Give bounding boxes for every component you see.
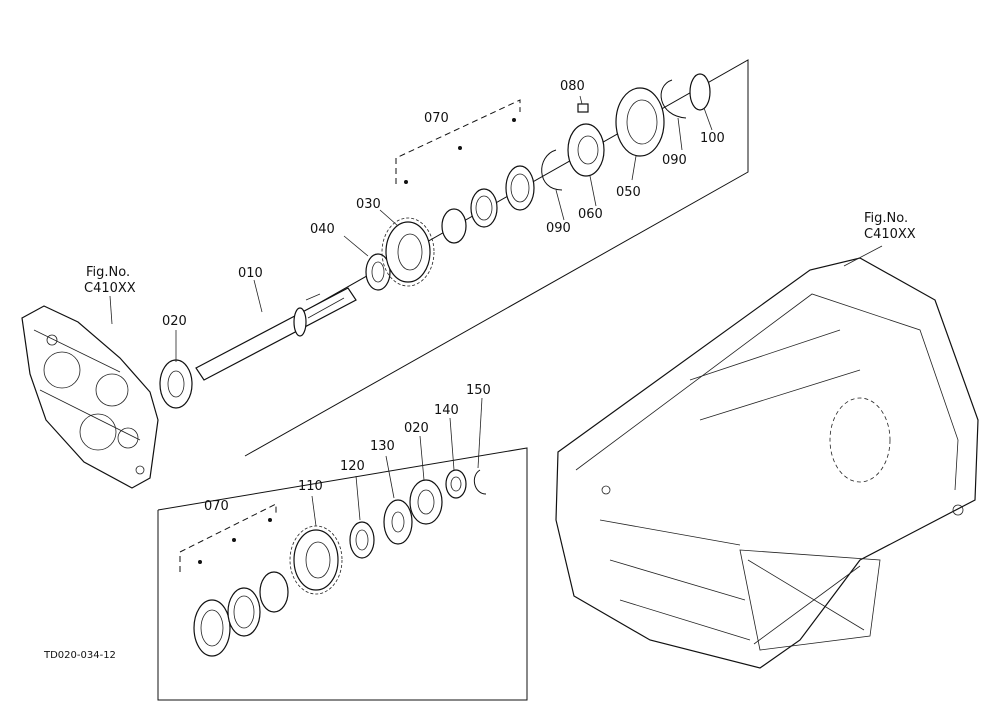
fig-ref-right-line1: Fig.No. bbox=[864, 211, 908, 226]
fig-ref-left-line2: C410XX bbox=[84, 281, 136, 296]
collar-140 bbox=[445, 469, 467, 499]
hub-060 bbox=[567, 123, 605, 177]
label-070-bottom: 070 bbox=[204, 499, 229, 514]
gear-110 bbox=[289, 525, 343, 595]
bearing-020-bottom bbox=[409, 479, 443, 525]
ring-100 bbox=[689, 73, 711, 111]
label-030: 030 bbox=[356, 197, 381, 212]
label-110: 110 bbox=[298, 479, 323, 494]
shaft-010 bbox=[195, 287, 357, 381]
label-020-bottom: 020 bbox=[404, 421, 429, 436]
fig-ref-left-line1: Fig.No. bbox=[86, 265, 130, 280]
leader-lines bbox=[109, 95, 883, 527]
label-150: 150 bbox=[466, 383, 491, 398]
label-020-top: 020 bbox=[162, 314, 187, 329]
label-130: 130 bbox=[370, 439, 395, 454]
label-050: 050 bbox=[616, 185, 641, 200]
label-040: 040 bbox=[310, 222, 335, 237]
needle-bearing-040 bbox=[365, 253, 391, 291]
sync-rings-070-top bbox=[441, 165, 535, 244]
bracket-070-top bbox=[395, 99, 521, 184]
key-080 bbox=[577, 103, 589, 113]
right-main-housing bbox=[555, 257, 979, 669]
label-060: 060 bbox=[578, 207, 603, 222]
label-100: 100 bbox=[700, 131, 725, 146]
sync-rings-070-bottom bbox=[193, 571, 289, 657]
label-010: 010 bbox=[238, 266, 263, 281]
snap-ring-090-b bbox=[660, 79, 687, 119]
needle-bearing-120 bbox=[349, 521, 375, 559]
label-090-a: 090 bbox=[546, 221, 571, 236]
bearing-020-top bbox=[159, 359, 193, 409]
drawing-code: TD020-034-12 bbox=[43, 650, 116, 661]
label-070-top: 070 bbox=[424, 111, 449, 126]
gear-030 bbox=[381, 217, 435, 287]
label-080: 080 bbox=[560, 79, 585, 94]
left-housing-cover bbox=[21, 305, 159, 489]
label-140: 140 bbox=[434, 403, 459, 418]
lower-group-frame bbox=[157, 447, 528, 701]
fig-ref-right-line2: C410XX bbox=[864, 227, 916, 242]
sleeve-050 bbox=[615, 87, 665, 157]
snap-ring-090-a bbox=[541, 149, 563, 191]
bracket-070-bottom bbox=[179, 503, 277, 572]
label-120: 120 bbox=[340, 459, 365, 474]
snap-ring-150 bbox=[473, 469, 487, 495]
washer-130 bbox=[383, 499, 413, 545]
label-090-b: 090 bbox=[662, 153, 687, 168]
